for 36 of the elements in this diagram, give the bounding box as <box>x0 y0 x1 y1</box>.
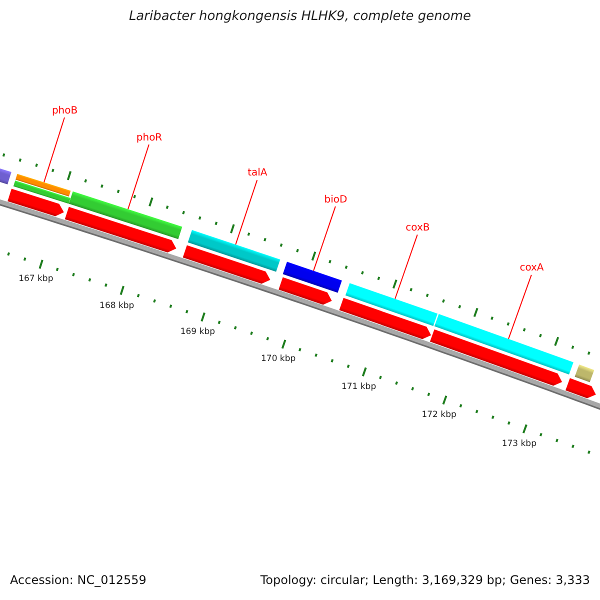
gene-bar <box>68 191 182 240</box>
scale-label: 172 kbp <box>422 411 456 421</box>
cds-feature-block <box>64 206 176 252</box>
scale-label: 170 kbp <box>261 355 296 366</box>
cds-feature-block <box>430 329 562 386</box>
gene-bar <box>434 314 574 374</box>
gene-bar <box>282 262 342 293</box>
leader-line <box>394 234 418 300</box>
gene-label: bioD <box>324 194 348 206</box>
leader-line <box>508 274 532 340</box>
gene-label: phoR <box>136 132 162 144</box>
cds-feature-block <box>8 188 64 216</box>
scale-label: 167 kbp <box>18 276 54 286</box>
scale-label: 169 kbp <box>180 328 215 338</box>
gene-label: phoB <box>52 105 78 117</box>
accession-label: Accession: NC_012559 <box>10 574 146 588</box>
gene-bar <box>15 174 71 196</box>
gene-label: talA <box>248 168 268 180</box>
gene-label: coxB <box>406 222 430 234</box>
cds-feature-block <box>182 245 270 284</box>
cds-feature-block <box>339 298 432 340</box>
leader-line <box>128 144 150 210</box>
leader-line <box>235 180 258 246</box>
genome-info-label: Topology: circular; Length: 3,169,329 bp; Genes: 3,333 <box>260 574 590 588</box>
leader-line <box>313 206 336 272</box>
cds-feature-block <box>278 277 332 305</box>
cds-feature-block <box>565 378 596 398</box>
diagram-title: Laribacter hongkongensis HLHK9, complete genome <box>128 10 472 25</box>
scale-label: 171 kbp <box>341 383 376 393</box>
gene-bar <box>188 230 280 272</box>
gene-label: coxA <box>520 262 544 274</box>
scale-label: 168 kbp <box>100 302 134 312</box>
gene-bar <box>574 364 594 382</box>
gene-bar <box>345 283 438 326</box>
scale-label: 173 kbp <box>502 440 536 450</box>
gene-bar <box>13 180 70 204</box>
